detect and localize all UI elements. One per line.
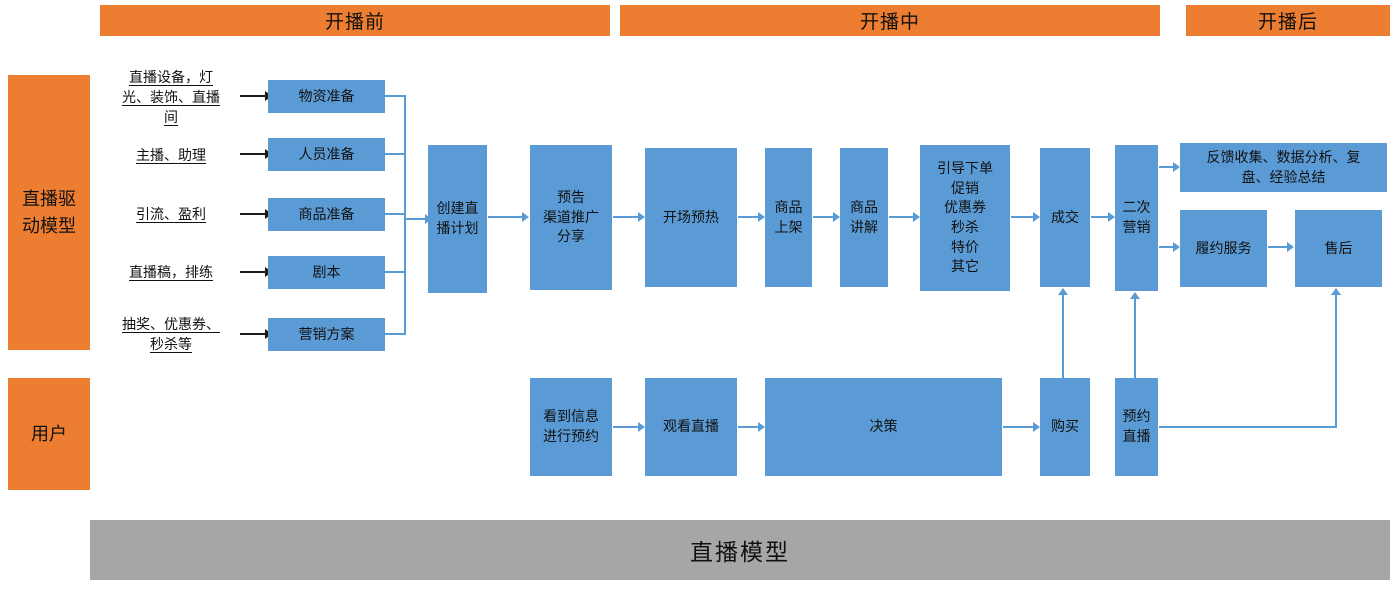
- user-box-watch: 观看直播: [645, 378, 737, 476]
- arrow-note-to-marketing: [240, 329, 272, 339]
- flow-box-create-plan: 创建直 播计划: [428, 145, 487, 293]
- connector-stub-script: [385, 271, 404, 273]
- arrow-warmup-to-listing: [738, 212, 765, 222]
- arrow-listing-to-explain: [813, 212, 840, 222]
- arrow-remarketing-to-fulfillment: [1159, 242, 1180, 252]
- connector-reserve-to-aftersales-horizontal: [1159, 426, 1337, 428]
- user-box-see-info: 看到信息 进行预约: [530, 378, 612, 476]
- connector-stub-goods: [385, 213, 404, 215]
- note-traffic-profit: 引流、盈利: [136, 205, 206, 222]
- user-box-reserve: 预约 直播: [1115, 378, 1158, 476]
- flow-box-aftersales: 售后: [1295, 210, 1382, 287]
- arrow-bracket-to-create-plan: [404, 214, 432, 224]
- arrow-conversion-to-deal: [1011, 212, 1040, 222]
- prep-box-goods: 商品准备: [268, 198, 385, 231]
- arrow-purchase-to-deal: [1058, 288, 1068, 378]
- note-lottery-coupon: 抽奖、优惠券、 秒杀等: [122, 315, 220, 352]
- note-script-rehearsal: 直播稿，排练: [129, 263, 213, 280]
- arrow-see-info-to-watch: [613, 422, 645, 432]
- flow-box-fulfillment: 履约服务: [1180, 210, 1267, 287]
- footer-title-bar: 直播模型: [90, 520, 1390, 580]
- prep-box-marketing-plan: 营销方案: [268, 318, 385, 351]
- flow-box-conversion: 引导下单 促销 优惠券 秒杀 特价 其它: [920, 145, 1010, 291]
- user-box-decision: 决策: [765, 378, 1002, 476]
- arrow-remarketing-to-feedback: [1159, 162, 1180, 172]
- lane-label-user: 用户: [8, 378, 90, 490]
- arrow-deal-to-remarketing: [1091, 212, 1115, 222]
- connector-stub-materials: [385, 95, 404, 97]
- arrow-note-to-script: [240, 267, 272, 277]
- flow-box-remarketing: 二次 营销: [1115, 145, 1158, 291]
- connector-stub-staff: [385, 153, 404, 155]
- flow-box-feedback: 反馈收集、数据分析、复 盘、经验总结: [1180, 143, 1387, 192]
- arrow-note-to-staff: [240, 149, 272, 159]
- prep-box-script: 剧本: [268, 256, 385, 289]
- lane-label-drive-model: 直播驱 动模型: [8, 75, 90, 350]
- arrow-promo-to-warmup: [613, 212, 645, 222]
- arrow-reserve-to-remarketing: [1130, 292, 1140, 378]
- connector-bracket-vertical: [404, 95, 406, 335]
- user-box-purchase: 购买: [1040, 378, 1090, 476]
- arrow-note-to-goods: [240, 209, 272, 219]
- connector-stub-marketing: [385, 333, 404, 335]
- arrow-note-to-materials: [240, 91, 272, 101]
- prep-box-staff: 人员准备: [268, 138, 385, 171]
- flow-box-deal: 成交: [1040, 148, 1090, 287]
- arrow-create-plan-to-promo: [488, 212, 529, 222]
- note-equipment: 直播设备，灯 光、装饰、直播 间: [122, 68, 220, 126]
- arrow-decision-to-purchase: [1003, 422, 1040, 432]
- flow-box-listing: 商品 上架: [765, 148, 812, 287]
- flow-box-warmup: 开场预热: [645, 148, 737, 287]
- flow-box-promo: 预告 渠道推广 分享: [530, 145, 612, 290]
- phase-header-post-broadcast: 开播后: [1186, 5, 1390, 36]
- phase-header-pre-broadcast: 开播前: [100, 5, 610, 36]
- arrow-explain-to-conversion: [889, 212, 920, 222]
- flow-box-explain: 商品 讲解: [840, 148, 888, 287]
- arrow-fulfillment-to-aftersales: [1268, 242, 1294, 252]
- note-host-assistant: 主播、助理: [136, 146, 206, 163]
- phase-header-during-broadcast: 开播中: [620, 5, 1160, 36]
- arrow-reserve-to-aftersales-vertical: [1331, 288, 1341, 428]
- arrow-watch-to-decision: [738, 422, 765, 432]
- prep-box-materials: 物资准备: [268, 80, 385, 113]
